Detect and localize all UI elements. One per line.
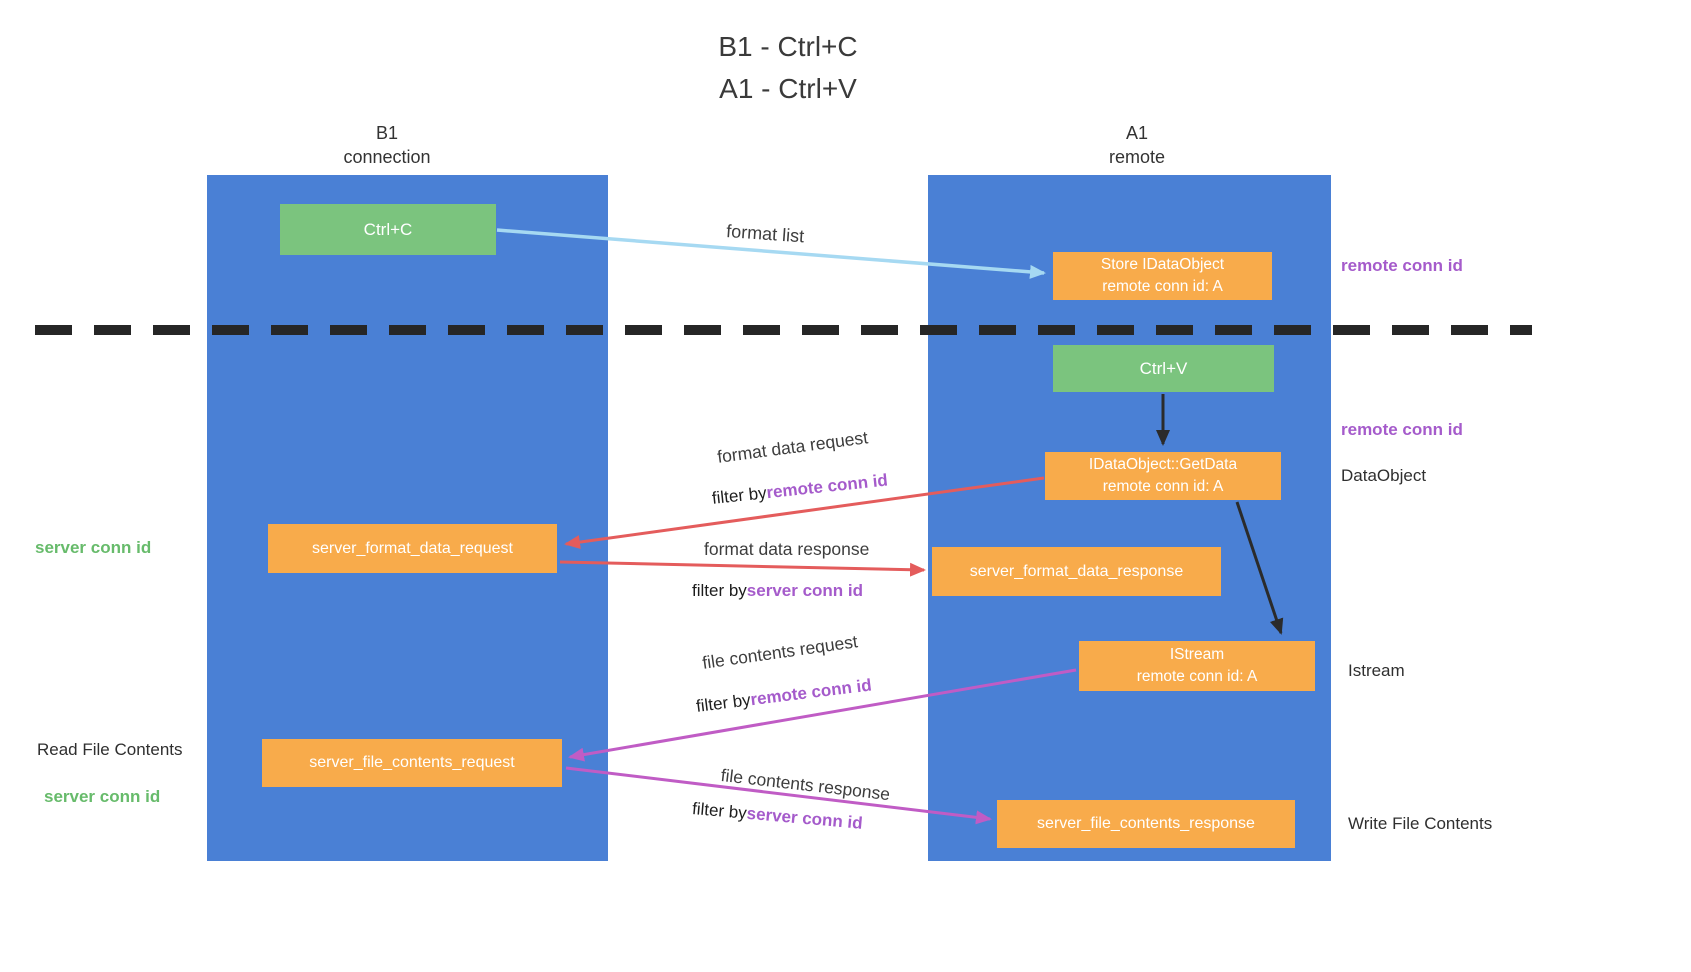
server-format-data-response-box: server_format_data_response	[932, 547, 1221, 596]
file-contents-request-label: file contents request	[701, 631, 859, 673]
write-file-contents-label: Write File Contents	[1348, 814, 1493, 833]
server-file-contents-request-label: server_file_contents_request	[309, 754, 515, 771]
istream-line1: IStream	[1169, 646, 1225, 663]
ctrl-c-box: Ctrl+C	[280, 204, 496, 255]
server-conn-id-bottom-label: server conn id	[44, 787, 161, 806]
file-contents-response-label: file contents response	[719, 765, 892, 805]
server-file-contents-request-box: server_file_contents_request	[262, 739, 562, 787]
lane-a1-subtitle: remote	[1108, 147, 1166, 167]
idataobject-getdata-line2: remote conn id: A	[1102, 478, 1224, 495]
istream-line2: remote conn id: A	[1136, 668, 1258, 685]
format-data-response-label: format data response	[704, 539, 870, 559]
filter-key-server-conn-id-2: server conn id	[746, 581, 864, 600]
lane-a1-name: A1	[1125, 123, 1149, 143]
idataobject-getdata-box: IDataObject::GetData remote conn id: A	[1045, 452, 1281, 500]
format-data-request-filter-label: filter byremote conn id	[711, 471, 889, 509]
file-contents-request-filter-label: filter byremote conn id	[695, 675, 873, 716]
diagram-title: B1 - Ctrl+C A1 - Ctrl+V	[613, 26, 963, 110]
filter-by-text-3: filter by	[695, 690, 752, 716]
filter-by-text-2: filter by	[692, 581, 747, 600]
read-file-contents-label: Read File Contents	[37, 740, 183, 759]
store-idataobject-line2: remote conn id: A	[1102, 278, 1223, 295]
server-conn-id-top-label: server conn id	[35, 538, 152, 557]
title-line-1: B1 - Ctrl+C	[718, 31, 858, 62]
filter-key-remote-conn-id-1: remote conn id	[765, 470, 889, 503]
format-data-response-filter-label: filter byserver conn id	[692, 581, 863, 601]
idataobject-getdata-line1: IDataObject::GetData	[1088, 456, 1238, 473]
store-idataobject-line1: Store IDataObject	[1100, 256, 1225, 273]
remote-conn-id-mid-label: remote conn id	[1341, 420, 1463, 439]
filter-key-remote-conn-id-3: remote conn id	[749, 675, 873, 710]
dataobject-label: DataObject	[1341, 466, 1427, 485]
format-list-label: format list	[725, 221, 805, 247]
ctrl-v-box: Ctrl+V	[1053, 345, 1274, 392]
server-file-contents-response-label: server_file_contents_response	[1037, 815, 1255, 832]
server-format-data-response-label: server_format_data_response	[969, 562, 1184, 580]
filter-by-text-1: filter by	[711, 483, 768, 508]
lane-b1-name: B1	[375, 123, 399, 143]
ctrl-c-label: Ctrl+C	[363, 219, 413, 239]
title-line-2: A1 - Ctrl+V	[719, 73, 857, 104]
file-contents-response-filter-label: filter byserver conn id	[691, 799, 863, 834]
lane-b1-subtitle: connection	[343, 147, 431, 167]
store-idataobject-box: Store IDataObject remote conn id: A	[1053, 252, 1272, 300]
ctrl-v-label: Ctrl+V	[1139, 358, 1188, 378]
filter-by-text-4: filter by	[691, 799, 748, 823]
istream-box: IStream remote conn id: A	[1079, 641, 1315, 691]
lane-a1-header: A1 remote	[1057, 121, 1217, 169]
server-file-contents-response-box: server_file_contents_response	[997, 800, 1295, 848]
format-data-response-arrow	[559, 560, 926, 577]
format-data-request-label: format data request	[716, 427, 870, 467]
lane-b1-header: B1 connection	[307, 121, 467, 169]
server-format-data-request-label: server_format_data_request	[312, 539, 513, 557]
server-format-data-request-box: server_format_data_request	[268, 524, 557, 573]
istream-side-label: Istream	[1348, 661, 1405, 680]
remote-conn-id-top-label: remote conn id	[1341, 256, 1463, 275]
filter-key-server-conn-id-4: server conn id	[745, 803, 864, 833]
